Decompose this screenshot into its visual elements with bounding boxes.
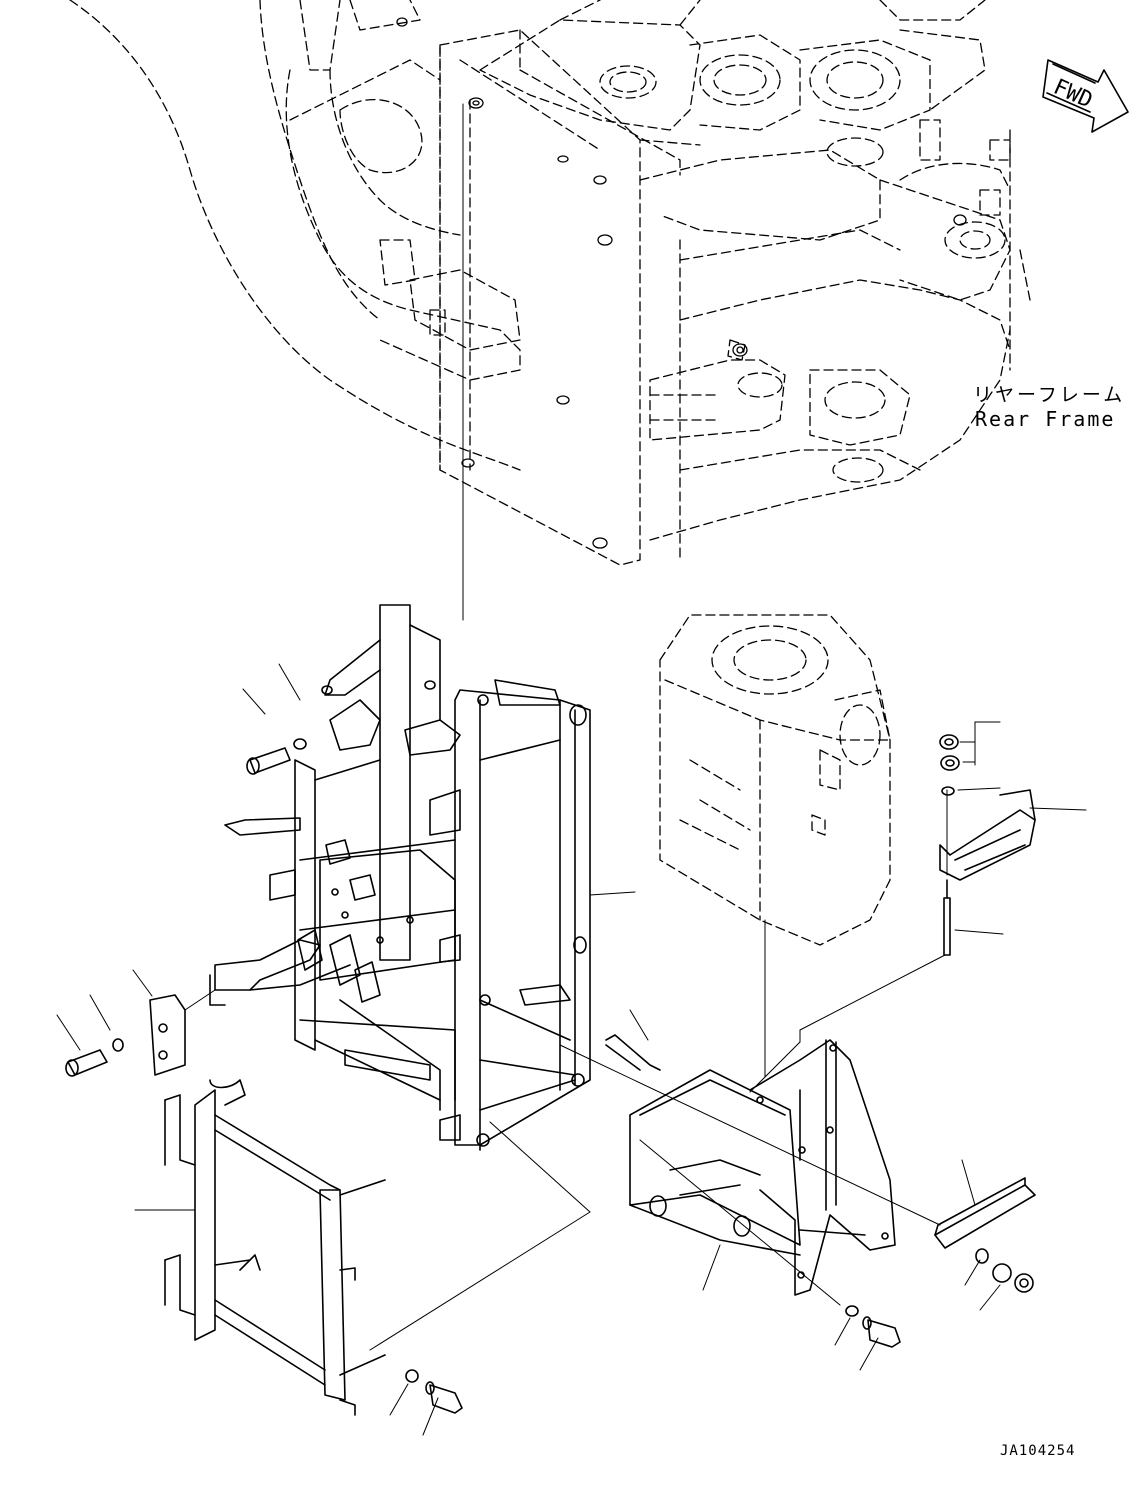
bolt-upper-left xyxy=(247,739,306,774)
rear-frame xyxy=(70,0,1030,565)
cover-plate xyxy=(935,1178,1035,1248)
frame-holes xyxy=(397,18,966,548)
battery-tray xyxy=(630,1040,895,1295)
transmission-housing xyxy=(660,615,890,945)
callout-lines xyxy=(57,664,1086,1435)
rear-frame-label-japanese: リヤーフレーム xyxy=(973,384,1126,406)
rear-frame-label-english: Rear Frame xyxy=(975,407,1116,431)
nut-washer-set-right xyxy=(940,735,959,795)
j-bolt-vertical xyxy=(944,790,950,955)
nut-washer-set-lower xyxy=(976,1249,1033,1292)
battery-bracket-assembly xyxy=(210,605,590,1150)
drawing-id: JA104254 xyxy=(1000,1443,1076,1459)
front-cage-frame xyxy=(165,1080,385,1415)
bolt-lower-left xyxy=(406,1370,462,1413)
side-bracket xyxy=(150,995,185,1075)
hold-down-clamp xyxy=(940,790,1035,880)
bolt-lower-middle xyxy=(846,1306,900,1347)
fwd-arrow-icon xyxy=(1043,60,1128,132)
bolt-left xyxy=(66,1039,123,1076)
j-bolt xyxy=(606,1035,660,1070)
